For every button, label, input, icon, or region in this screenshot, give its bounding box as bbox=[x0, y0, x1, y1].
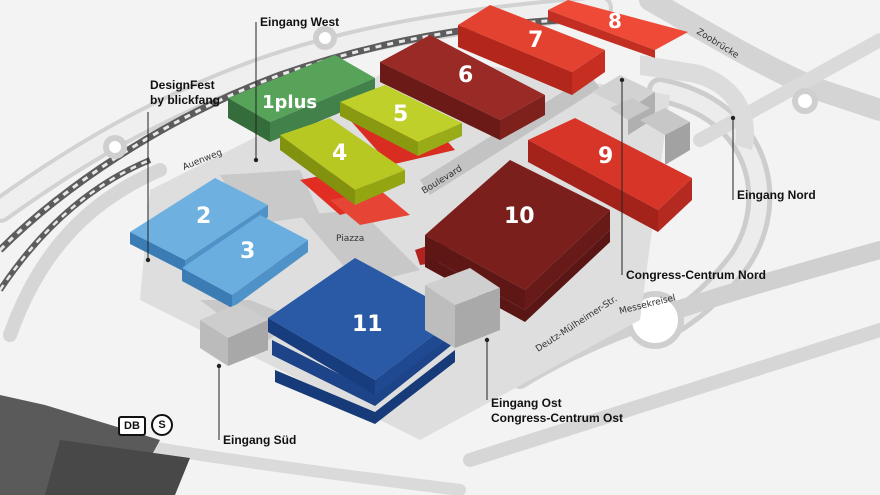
zoobruecke-ramp bbox=[640, 55, 755, 150]
street-piazza: Piazza bbox=[336, 234, 364, 244]
hall-label-10: 10 bbox=[504, 204, 535, 229]
hall-4[interactable] bbox=[280, 118, 405, 205]
label-eingang-nord: Eingang Nord bbox=[737, 188, 816, 202]
hall-8[interactable] bbox=[548, 0, 688, 58]
hall-6[interactable] bbox=[380, 35, 545, 140]
label-eingang-ost: Eingang Ost Congress-Centrum Ost bbox=[491, 396, 623, 426]
hall-label-7: 7 bbox=[528, 28, 543, 53]
hall-5[interactable] bbox=[340, 85, 462, 156]
label-eingang-ost-line1: Eingang Ost bbox=[491, 396, 562, 410]
train-station bbox=[0, 395, 190, 495]
hall-label-1plus: 1plus bbox=[262, 92, 317, 113]
hall-label-4: 4 bbox=[332, 141, 347, 166]
hall-label-5: 5 bbox=[393, 102, 408, 127]
hall-label-9: 9 bbox=[598, 144, 613, 169]
label-congress-centrum-nord: Congress-Centrum Nord bbox=[626, 268, 767, 282]
hall-label-2: 2 bbox=[196, 204, 211, 229]
label-eingang-sued: Eingang Süd bbox=[223, 433, 297, 447]
hall-label-6: 6 bbox=[458, 63, 473, 88]
hall-11[interactable] bbox=[268, 258, 460, 424]
label-designfest-line2: by blickfang bbox=[150, 93, 221, 107]
hall-label-8: 8 bbox=[608, 9, 622, 33]
label-eingang-ost-line2: Congress-Centrum Ost bbox=[491, 411, 624, 425]
corridors bbox=[200, 75, 600, 345]
hall-1plus[interactable] bbox=[228, 55, 375, 142]
label-designfest-line1: DesignFest bbox=[150, 78, 215, 92]
hall-3[interactable] bbox=[182, 215, 308, 308]
label-designfest: DesignFest by blickfang bbox=[150, 78, 220, 108]
callout-lines bbox=[147, 22, 734, 440]
label-eingang-west: Eingang West bbox=[260, 15, 340, 29]
hall-7[interactable] bbox=[458, 5, 605, 95]
hall-9[interactable] bbox=[528, 118, 692, 232]
hall-label-11: 11 bbox=[352, 312, 383, 337]
service-buildings bbox=[200, 75, 690, 366]
callout-dots bbox=[145, 77, 736, 369]
sbahn-logo-icon: S bbox=[151, 414, 173, 436]
db-logo-icon: DB bbox=[118, 416, 146, 436]
roundabouts bbox=[103, 26, 818, 349]
hall-label-3: 3 bbox=[240, 239, 255, 264]
